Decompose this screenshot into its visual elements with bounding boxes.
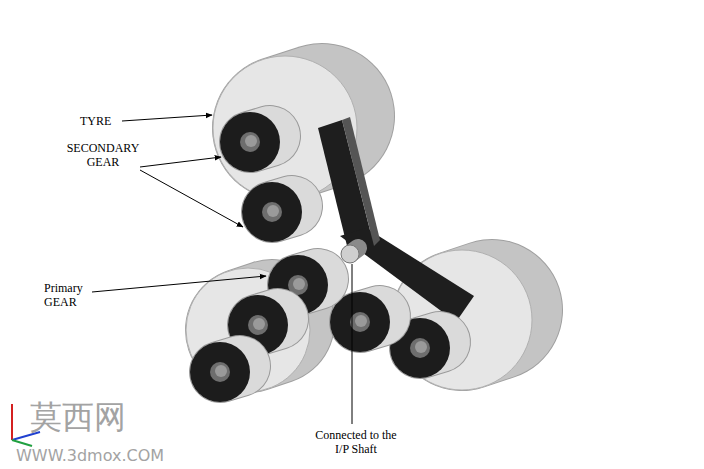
secondary-gear: [242, 182, 302, 242]
leader-line: [140, 157, 221, 167]
axis-icon-part: [11, 404, 13, 440]
leader-line: [140, 170, 243, 227]
watermark: WWW.3dmox.COM: [16, 446, 206, 465]
leader-line: [92, 276, 266, 292]
watermark: 莫西网: [30, 398, 200, 436]
support-arm-part: [342, 117, 380, 246]
axis-icon-part: [12, 440, 32, 446]
input-shaft: [341, 245, 359, 263]
leader-line: [352, 264, 353, 424]
secondary-gear: [220, 112, 280, 172]
secondary-gear: [190, 342, 250, 402]
part-label: Primary GEAR: [44, 281, 100, 309]
input-shaft-part: [341, 245, 359, 263]
leader-lines: [92, 115, 352, 424]
part-label: SECONDARY GEAR: [56, 141, 150, 169]
note-label: Connected to the I/P Shaft: [310, 428, 402, 456]
part-label: TYRE: [80, 114, 120, 128]
leader-line: [122, 115, 212, 121]
gear-group: [190, 112, 450, 402]
